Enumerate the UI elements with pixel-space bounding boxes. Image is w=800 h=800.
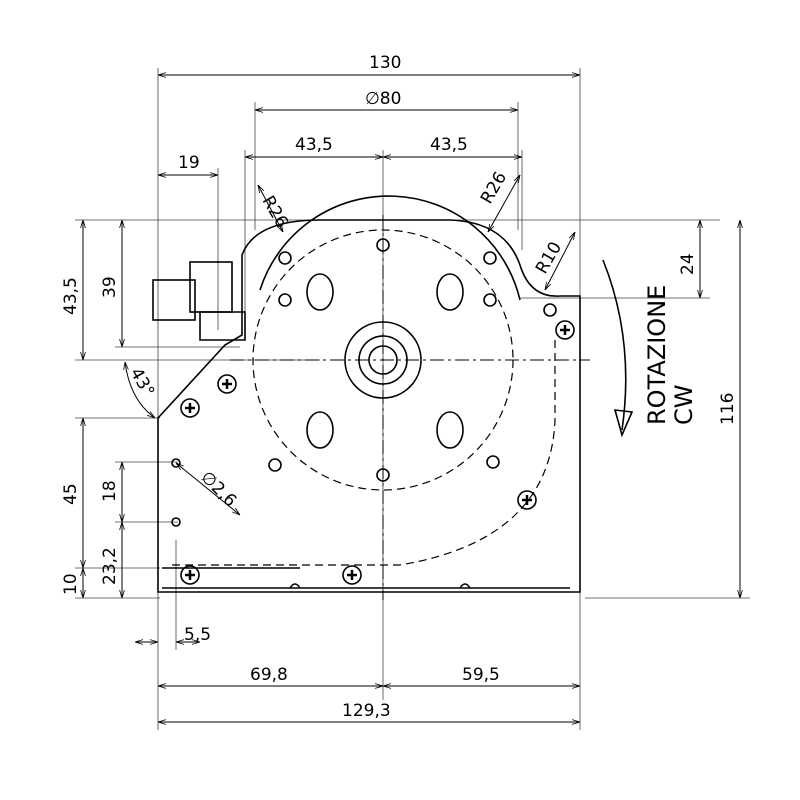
dim-hole-inset: 5,5 [184, 625, 211, 645]
dim-angle: 43° [126, 365, 158, 401]
dim-hole-spacing: 18 [100, 480, 120, 502]
dimension-lines [83, 75, 740, 722]
dim-overall-width-bottom: 129,3 [342, 701, 391, 721]
rotation-direction: CW [670, 385, 698, 426]
inner-channel [170, 340, 556, 566]
plate-outline [157, 219, 581, 593]
rotation-arrow [602, 259, 627, 431]
dim-overall-width-top: 130 [369, 53, 401, 73]
dim-radius-small: R10 [532, 239, 566, 278]
dim-half-left: 43,5 [295, 135, 333, 155]
bottom-rail [162, 567, 570, 589]
dim-connector-width: 19 [178, 153, 200, 173]
rotation-arrowhead [613, 409, 634, 438]
motor-flange [259, 195, 521, 301]
dim-left-height-outer: 43,5 [61, 277, 81, 315]
rotation-label: ROTAZIONE [643, 285, 671, 425]
dim-hole-diameter: ∅2,6 [196, 467, 240, 511]
dim-diameter: ∅80 [365, 89, 401, 109]
dim-right-step: 24 [678, 253, 698, 275]
dim-half-right: 43,5 [430, 135, 468, 155]
dim-radius-left: R26 [258, 193, 292, 232]
dim-lower-height: 45 [61, 483, 81, 505]
screws [180, 320, 575, 585]
mounting-holes [171, 238, 557, 527]
dim-bottom-offset: 10 [61, 573, 81, 595]
dim-left-to-center: 69,8 [250, 665, 288, 685]
dim-center-to-right: 59,5 [462, 665, 500, 685]
connector [152, 261, 246, 341]
dim-radius-right: R26 [477, 169, 511, 208]
dim-overall-height: 116 [718, 393, 738, 425]
dim-left-height-inner: 39 [100, 276, 120, 298]
dim-hole-to-bottom: 23,2 [100, 547, 120, 585]
